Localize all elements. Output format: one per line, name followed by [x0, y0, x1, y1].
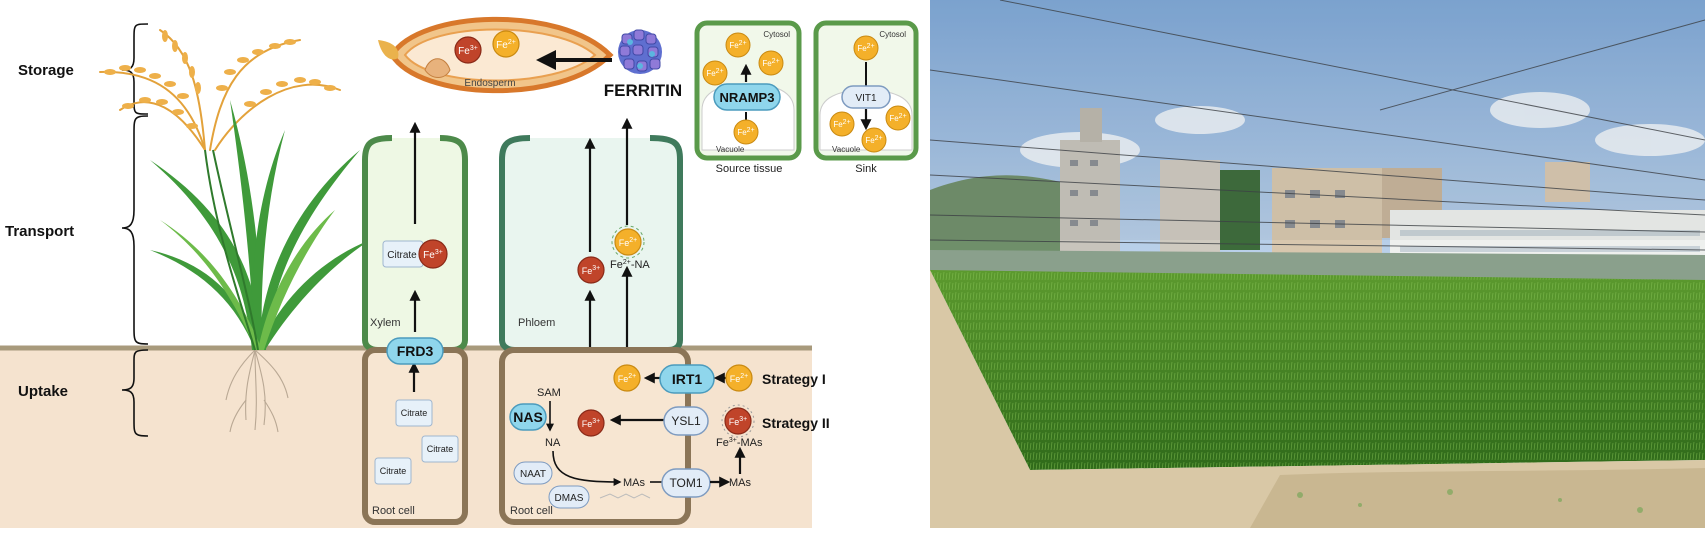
tom1-label: TOM1: [669, 476, 702, 490]
root-cell-right: Root cell SAM NAS NA NAAT DMAS MAs Fe3+ …: [499, 347, 691, 525]
vit1-label: VIT1: [855, 93, 877, 104]
sink-caption: Sink: [855, 163, 877, 175]
phloem-label: Phloem: [518, 317, 555, 329]
rice-grain: Fe3+ Fe2+ Endosperm: [378, 16, 614, 94]
ysl1-label: YSL1: [671, 414, 701, 428]
na-label: NA: [545, 437, 561, 449]
dmas-enzyme: [548, 485, 590, 509]
source-cytosol-label: Cytosol: [763, 30, 790, 39]
strategy-1-label: Strategy I: [762, 371, 826, 387]
svg-text:Fe2+: Fe2+: [865, 135, 882, 145]
svg-text:Fe2+: Fe2+: [762, 58, 779, 68]
root-cell-left-label: Root cell: [372, 505, 415, 517]
ysl1-transporter: [663, 406, 709, 436]
citrate-box-3: [374, 457, 412, 485]
nas-label: NAS: [513, 409, 543, 425]
root-cell-right-label: Root cell: [510, 505, 553, 517]
fe3-ion-grain: [454, 36, 482, 64]
rice-field-photo: [929, 0, 1705, 528]
fe3-ion-xylem-label: Fe3+: [423, 249, 443, 261]
photo-soil-foreground: [930, 270, 1705, 528]
endosperm-label: Endosperm: [464, 78, 515, 89]
citrate-label-3: Citrate: [380, 466, 407, 476]
root-cell-left: Root cell Citrate Citrate Citrate: [362, 347, 468, 525]
frd3-label: FRD3: [397, 343, 434, 359]
mas-chelate-ring: [721, 404, 755, 438]
frd3-transporter: [386, 337, 444, 365]
sink-vacuole-label: Vacuole: [832, 145, 861, 154]
na-chelate-ring: [611, 225, 645, 259]
fe2-ion-grain-label: Fe2+: [496, 39, 516, 51]
citrate-complex-label: Citrate: [387, 250, 417, 261]
fe3-ion-grain-label: Fe3+: [458, 45, 478, 57]
svg-text:Fe2+: Fe2+: [706, 68, 723, 78]
arrow-na-to-mas: [552, 450, 622, 486]
svg-text:Fe2+: Fe2+: [889, 113, 906, 123]
fe2-ion-root: [613, 364, 641, 392]
naat-enzyme: [513, 461, 553, 485]
sam-label: SAM: [537, 387, 561, 399]
citrate-box-1: [395, 399, 433, 427]
ma-molecule-icon: [599, 493, 651, 499]
brace-uptake: [121, 349, 149, 437]
rice-plant-illustration: [99, 29, 370, 433]
svg-text:Fe2+: Fe2+: [729, 40, 746, 50]
citrate-label-2: Citrate: [427, 444, 454, 454]
photo-hill: [930, 175, 1060, 260]
nas-enzyme: [509, 403, 547, 431]
nramp3-label: NRAMP3: [720, 90, 775, 105]
fe3-ion-phloem-label: Fe3+: [582, 265, 601, 276]
fe3-ion-xylem: [418, 239, 448, 269]
naat-label: NAAT: [520, 469, 546, 480]
fe2-ion-phloem: [614, 228, 642, 256]
irt1-label: IRT1: [672, 371, 703, 387]
ferritin-protein-icon: [618, 29, 662, 74]
citrate-box-2: [421, 435, 459, 463]
fe2-ion-phloem-label: Fe2+: [619, 237, 638, 248]
stage-label-transport: Transport: [5, 223, 74, 240]
fe2-ion-root-label: Fe2+: [618, 373, 637, 384]
xylem-label: Xylem: [370, 317, 401, 329]
fe-ion-soil-strategy1: [725, 364, 753, 392]
fe-mas-ion-soil: [724, 407, 752, 435]
mas-inner-label: MAs: [623, 477, 646, 489]
citrate-label-1: Citrate: [401, 408, 428, 418]
svg-text:Fe2+: Fe2+: [737, 127, 754, 137]
fe3-ion-phloem: [577, 256, 605, 284]
fe2-ion-grain: [492, 30, 520, 58]
nramp3-transporter: [713, 83, 781, 111]
stage-label-storage: Storage: [18, 62, 74, 79]
fe3-ion-root-label: Fe3+: [582, 418, 601, 429]
fe-ion-soil-strategy1-label: Fe2+: [730, 373, 749, 384]
source-vacuole-label: Vacuole: [716, 145, 745, 154]
stage-label-uptake: Uptake: [18, 383, 68, 400]
fe-mas-ion-soil-label: Fe3+: [729, 416, 748, 427]
svg-text:Fe2+: Fe2+: [857, 43, 874, 53]
fe-mas-label: Fe3+-MAs: [716, 437, 763, 449]
svg-text:Fe2+: Fe2+: [833, 119, 850, 129]
ferritin-label: FERRITIN: [604, 81, 682, 100]
diagram-panel: Storage Transport Uptake: [0, 16, 919, 528]
fe3-ion-root: [577, 409, 605, 437]
sink-cytosol-label: Cytosol: [879, 30, 906, 39]
vit1-transporter: [841, 85, 891, 109]
source-tissue-inset: Cytosol Vacuole Fe2+ Fe2+ Fe2+ NRAMP3 Fe…: [694, 20, 802, 161]
photo-buildings: [1060, 108, 1705, 270]
brace-transport: [121, 115, 149, 345]
fe2-na-label: Fe2+-NA: [610, 259, 650, 271]
mas-outer-label: MAs: [729, 477, 752, 489]
sink-inset: Cytosol Vacuole Fe2+ VIT1 Fe2+ Fe2+ Fe2+: [813, 20, 919, 161]
dmas-label: DMAS: [555, 493, 584, 504]
strategy-2-label: Strategy II: [762, 415, 830, 431]
photo-net-lines: [929, 0, 1705, 251]
source-tissue-caption: Source tissue: [716, 163, 783, 175]
